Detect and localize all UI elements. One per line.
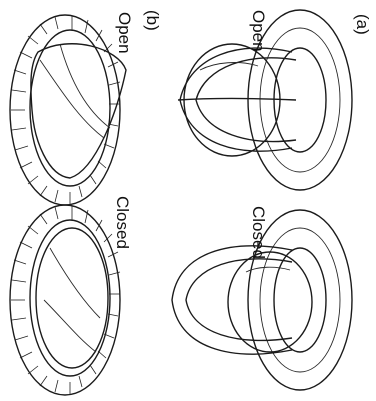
panel-a-open-label: Open	[248, 10, 268, 52]
tilting-disc-valve-open	[10, 15, 126, 205]
panel-b-label: (b)	[142, 10, 162, 31]
panel-b-open-label: Open	[114, 12, 134, 54]
panel-a-closed-label: Closed	[248, 206, 268, 259]
panel-b-closed-label: Closed	[112, 196, 132, 249]
tilting-disc-valve-closed	[10, 205, 120, 395]
panel-a-label: (a)	[352, 14, 372, 35]
